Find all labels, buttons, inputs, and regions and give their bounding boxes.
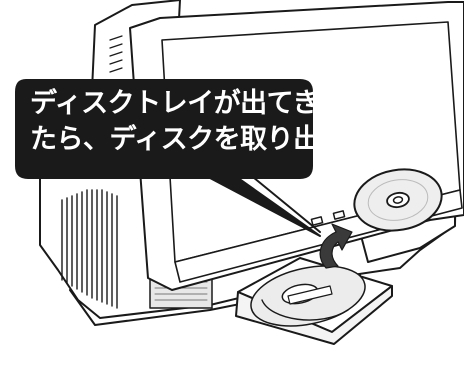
callout-text-line-1: ディスクトレイが出てき bbox=[30, 88, 319, 119]
tray-slot bbox=[287, 285, 333, 305]
front-buttons bbox=[310, 210, 346, 226]
tray-swoosh bbox=[261, 299, 349, 321]
ejected-disc-ring bbox=[367, 179, 429, 221]
left-vent-grille bbox=[61, 189, 118, 309]
ejected-disc-hole bbox=[392, 196, 404, 204]
callout-bubble bbox=[15, 79, 321, 237]
callout-text-line-2: たら、ディスクを取り出す bbox=[30, 124, 347, 155]
curved-arrow bbox=[319, 223, 353, 269]
monitor-back-vents bbox=[109, 35, 123, 73]
